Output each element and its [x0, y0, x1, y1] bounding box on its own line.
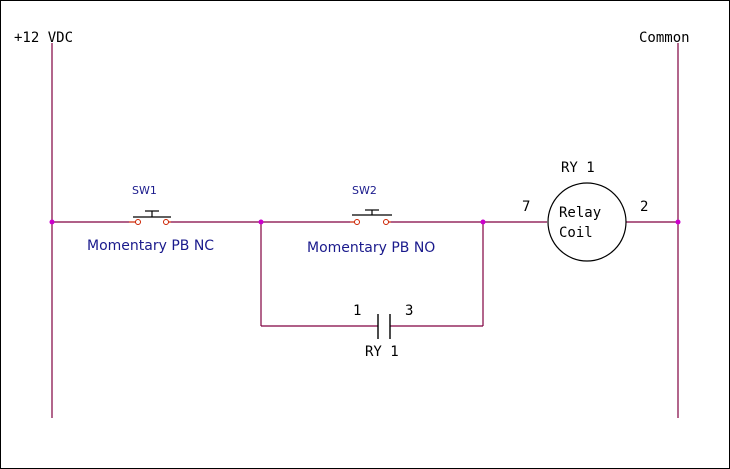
sw2-ref-label: SW2 [352, 184, 377, 197]
junction-left-rail [49, 219, 55, 225]
right-rail-label: Common [639, 30, 690, 46]
sw1-description: Momentary PB NC [87, 238, 214, 254]
sw2-description: Momentary PB NO [307, 240, 435, 256]
relay-coil-circle [547, 182, 627, 262]
relay-contact-pin-right: 3 [405, 303, 413, 319]
sw1-pushbutton-symbol [129, 210, 171, 225]
left-rail-label: +12 VDC [14, 30, 73, 46]
sw2-pushbutton-symbol [350, 209, 392, 225]
relay-coil-text-line2: Coil [559, 225, 593, 241]
relay-coil-pin-in: 7 [522, 199, 530, 215]
relay-contact-ref: RY 1 [365, 344, 399, 360]
junction-right-rail [675, 219, 681, 225]
junction-branch-left [258, 219, 264, 225]
sw1-ref-label: SW1 [132, 184, 157, 197]
relay-coil-text-line1: Relay [559, 205, 601, 221]
relay-contact-symbol [377, 314, 391, 339]
relay-coil-ref: RY 1 [561, 160, 595, 176]
relay-contact-pin-left: 1 [353, 303, 361, 319]
junction-branch-right [480, 219, 486, 225]
relay-coil-pin-out: 2 [640, 199, 648, 215]
